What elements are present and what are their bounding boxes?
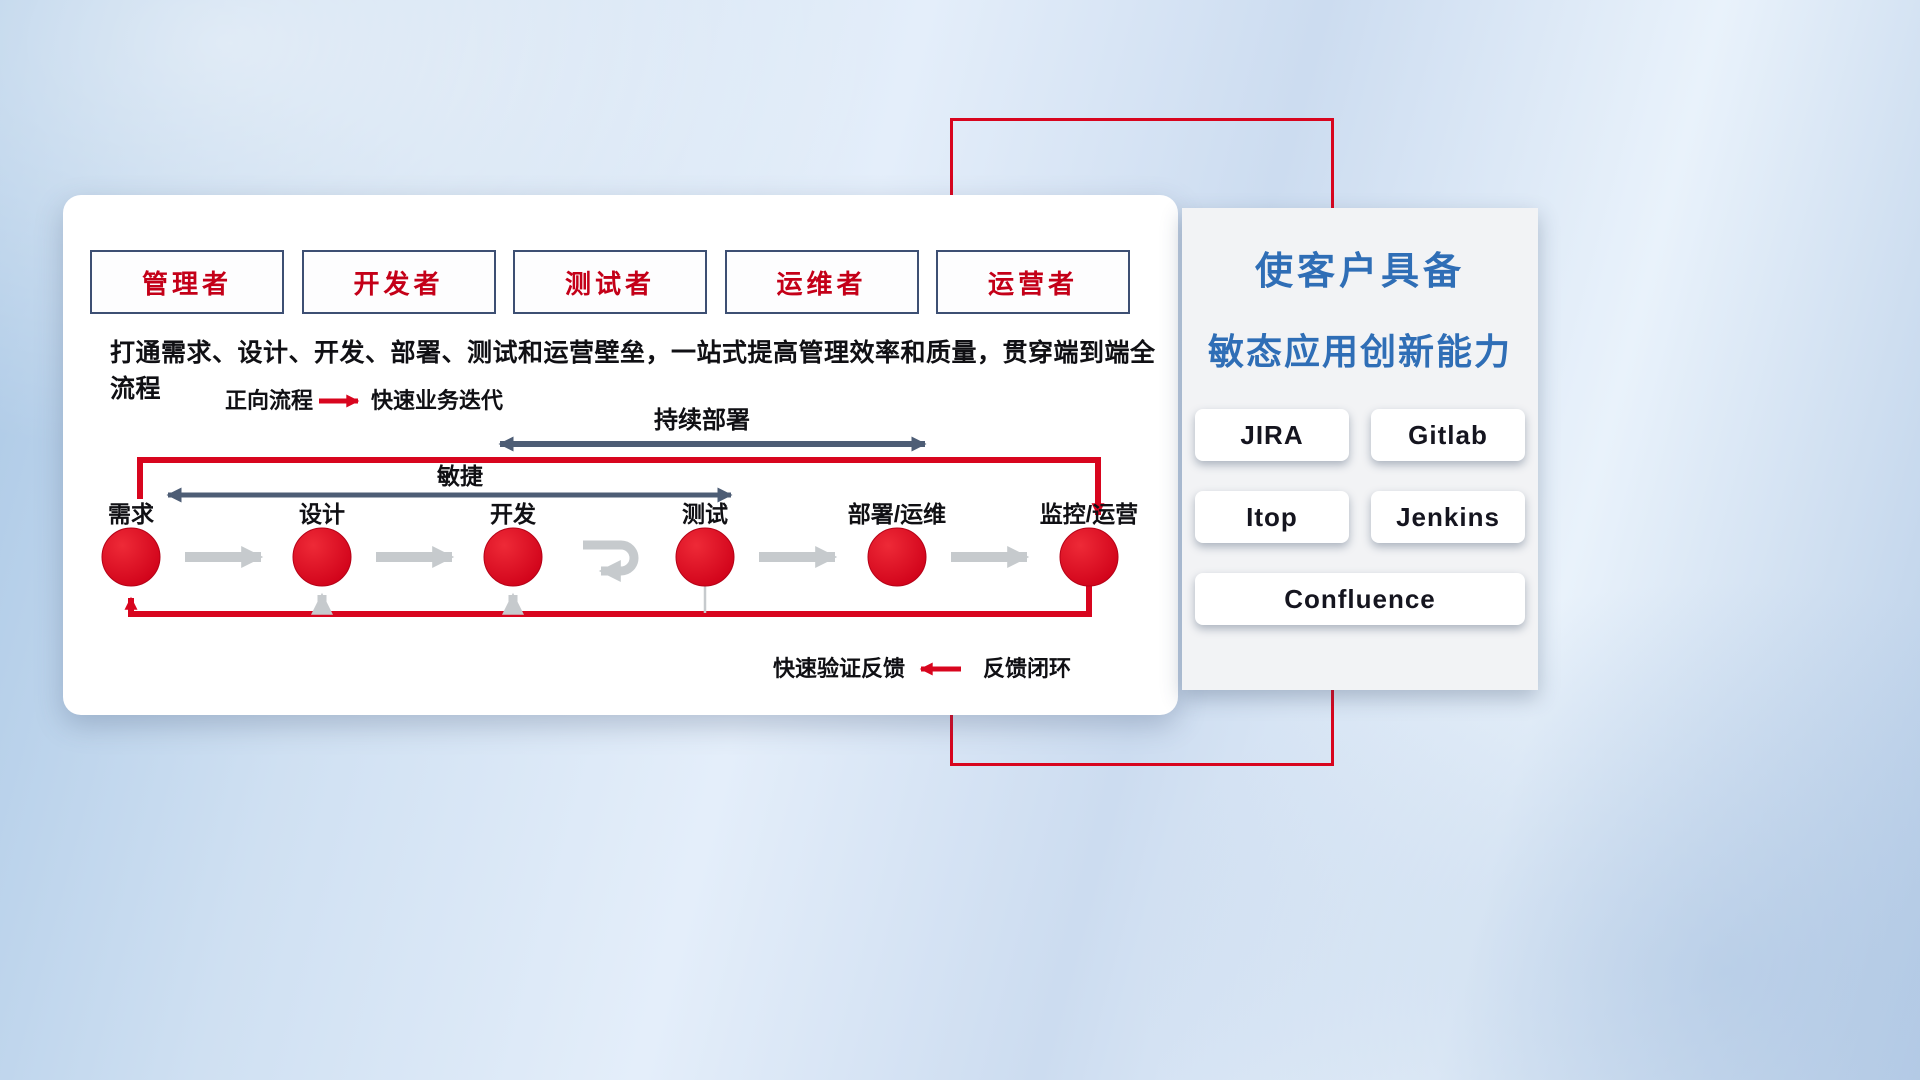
node-label-requirements: 需求	[108, 501, 154, 527]
capability-title: 使客户具备 敏态应用创新能力	[1182, 240, 1538, 375]
role-label: 管理者	[141, 268, 232, 299]
tool-box-itop: Itop	[1195, 491, 1349, 543]
node-circle-requirements	[101, 527, 161, 587]
agile-label: 敏捷	[436, 463, 484, 489]
role-box-operator: 运营者	[936, 250, 1130, 314]
role-label: 开发者	[353, 268, 444, 299]
role-box-ops: 运维者	[724, 250, 919, 314]
role-label: 测试者	[564, 268, 655, 299]
tool-box-jenkins: Jenkins	[1371, 491, 1525, 543]
forward-loop-path	[137, 457, 1105, 517]
iteration-loop-icon	[583, 540, 639, 582]
role-label: 运维者	[776, 268, 867, 299]
capability-panel: 使客户具备 敏态应用创新能力 JIRA Gitlab Itop Jenkins …	[1182, 208, 1538, 690]
feedback-legend-label: 快速验证反馈	[773, 656, 905, 681]
role-box-tester: 测试者	[513, 250, 707, 314]
node-label-testing: 测试	[682, 501, 728, 527]
node-circle-deploy-ops	[867, 527, 927, 587]
role-box-manager: 管理者	[90, 250, 284, 314]
feedback-legend-value: 反馈闭环	[983, 656, 1071, 681]
node-circle-monitor-operate	[1059, 527, 1119, 587]
continuous-deploy-label: 持续部署	[654, 406, 750, 434]
devops-flow-panel: 管理者 开发者 测试者 运维者 运营者 打通需求、设计、开发、部署、测试和运营壁…	[63, 195, 1178, 715]
tools-grid: JIRA Gitlab Itop Jenkins Confluence	[1182, 409, 1538, 625]
feedback-loop-path	[124, 586, 1092, 617]
capability-title-line2: 敏态应用创新能力	[1207, 331, 1512, 372]
tool-box-confluence: Confluence	[1195, 573, 1525, 625]
forward-legend-label: 正向流程	[225, 388, 313, 413]
node-label-development: 开发	[490, 501, 536, 527]
capability-title-line1: 使客户具备	[1254, 251, 1465, 293]
tool-box-jira: JIRA	[1195, 409, 1349, 461]
tool-box-gitlab: Gitlab	[1371, 409, 1525, 461]
node-label-design: 设计	[299, 501, 345, 527]
flow-description: 打通需求、设计、开发、部署、测试和运营壁垒，一站式提高管理效率和质量，贯穿端到端…	[110, 339, 1156, 403]
node-label-monitor-operate: 监控/运营	[1040, 501, 1138, 527]
node-circle-development	[483, 527, 543, 587]
node-circle-testing	[675, 527, 735, 587]
role-label: 运营者	[987, 268, 1078, 299]
node-label-deploy-ops: 部署/运维	[848, 501, 946, 527]
node-circle-design	[292, 527, 352, 587]
flow-diagram: 正向流程 快速业务迭代 持续部署 敏捷 需求	[101, 388, 1138, 681]
role-box-developer: 开发者	[301, 250, 496, 314]
roles-row: 管理者 开发者 测试者 运维者 运营者	[90, 250, 1130, 314]
forward-legend-value: 快速业务迭代	[371, 388, 503, 413]
